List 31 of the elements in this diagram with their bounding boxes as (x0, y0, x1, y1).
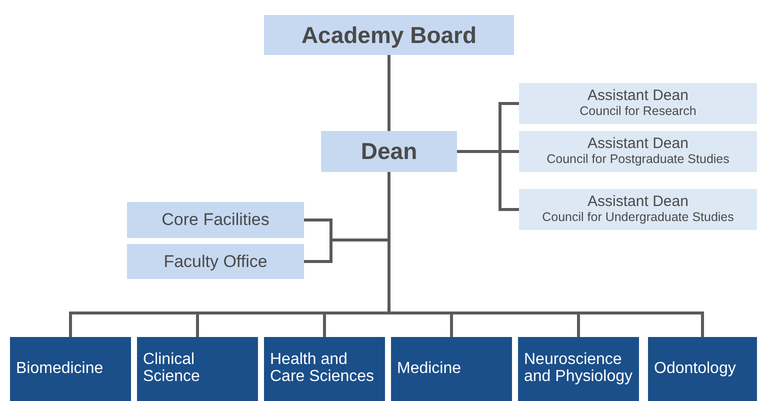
box-title: Odontology (654, 360, 736, 378)
box-title: Health and Care Sciences (270, 352, 376, 386)
org-box (519, 189, 757, 230)
org-box (321, 131, 457, 172)
box-subtitle: Council for Postgraduate Studies (546, 152, 730, 167)
department-box (10, 337, 131, 401)
box-title: Core Facilities (162, 211, 270, 229)
box-title: Neuroscience and Physiology (524, 352, 633, 386)
box-subtitle: Council for Undergraduate Studies (542, 210, 734, 225)
org-box (127, 202, 304, 238)
connector-line (457, 150, 519, 211)
connector-line (388, 55, 390, 131)
box-title: Medicine (397, 360, 462, 378)
department-box (391, 337, 512, 401)
department-box (264, 337, 385, 401)
box-title: Assistant Dean (588, 88, 688, 104)
department-box (648, 337, 757, 401)
org-box (264, 15, 514, 55)
box-title: Biomedicine (16, 360, 104, 378)
department-box (518, 337, 639, 401)
box-subtitle: Council for Research (580, 104, 696, 119)
org-box (519, 131, 757, 172)
box-title: Dean (360, 139, 418, 164)
box-title: Faculty Office (164, 252, 268, 270)
box-title: Academy Board (301, 22, 477, 48)
box-title: Assistant Dean (588, 136, 688, 152)
box-title: Clinical Science (143, 352, 201, 386)
department-box (137, 337, 258, 401)
org-box (127, 244, 304, 279)
box-title: Assistant Dean (588, 194, 688, 210)
org-box (519, 83, 757, 124)
